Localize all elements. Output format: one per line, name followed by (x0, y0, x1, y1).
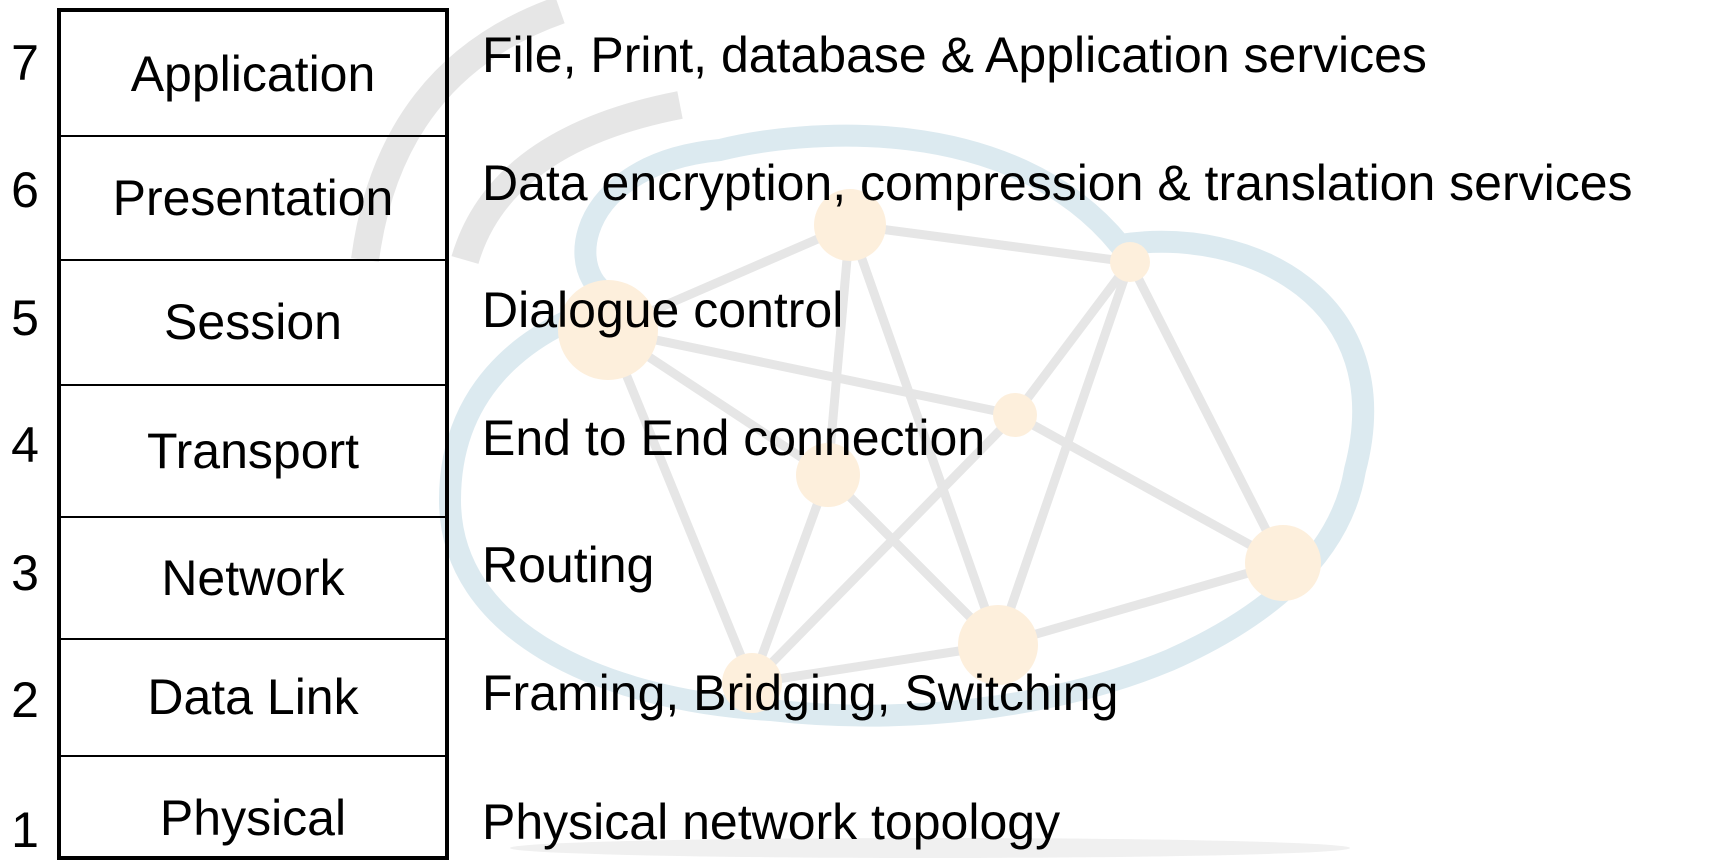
layer-name-session: Session (164, 294, 342, 350)
layer-description-data-link: Framing, Bridging, Switching (482, 665, 1119, 721)
layer-name-application: Application (130, 45, 376, 102)
layer-name-network: Network (161, 549, 345, 606)
mesh-links (603, 220, 1288, 688)
row-divider (61, 135, 445, 137)
row-divider (61, 384, 445, 386)
layer-number-5: 5 (11, 290, 39, 346)
layer-number-4: 4 (11, 417, 39, 473)
layer-description-application: File, Print, database & Application serv… (482, 27, 1427, 83)
row-divider (61, 755, 445, 757)
layer-description-session: Dialogue control (482, 282, 844, 338)
row-divider (61, 638, 445, 640)
shadow-ellipse (510, 838, 1350, 858)
layer-number-7: 7 (11, 35, 39, 91)
row-divider (61, 259, 445, 261)
layer-name-physical: Physical (159, 790, 347, 846)
osi-layer-stack: Application Presentation Session Transpo… (57, 8, 449, 860)
layer-name-presentation: Presentation (112, 169, 394, 226)
layer-number-6: 6 (11, 162, 39, 218)
layer-name-data-link: Data Link (147, 669, 359, 725)
layer-description-network: Routing (482, 537, 655, 593)
layer-number-2: 2 (11, 672, 39, 728)
layer-number-1: 1 (11, 802, 39, 858)
layer-description-transport: End to End connection (482, 410, 986, 466)
mesh-nodes (558, 189, 1321, 713)
layer-name-transport: Transport (146, 422, 360, 479)
layer-description-physical: Physical network topology (482, 794, 1061, 850)
layer-description-presentation: Data encryption, compression & translati… (482, 155, 1633, 211)
layer-number-3: 3 (11, 545, 39, 601)
row-divider (61, 516, 445, 518)
wifi-arcs (351, 0, 683, 265)
